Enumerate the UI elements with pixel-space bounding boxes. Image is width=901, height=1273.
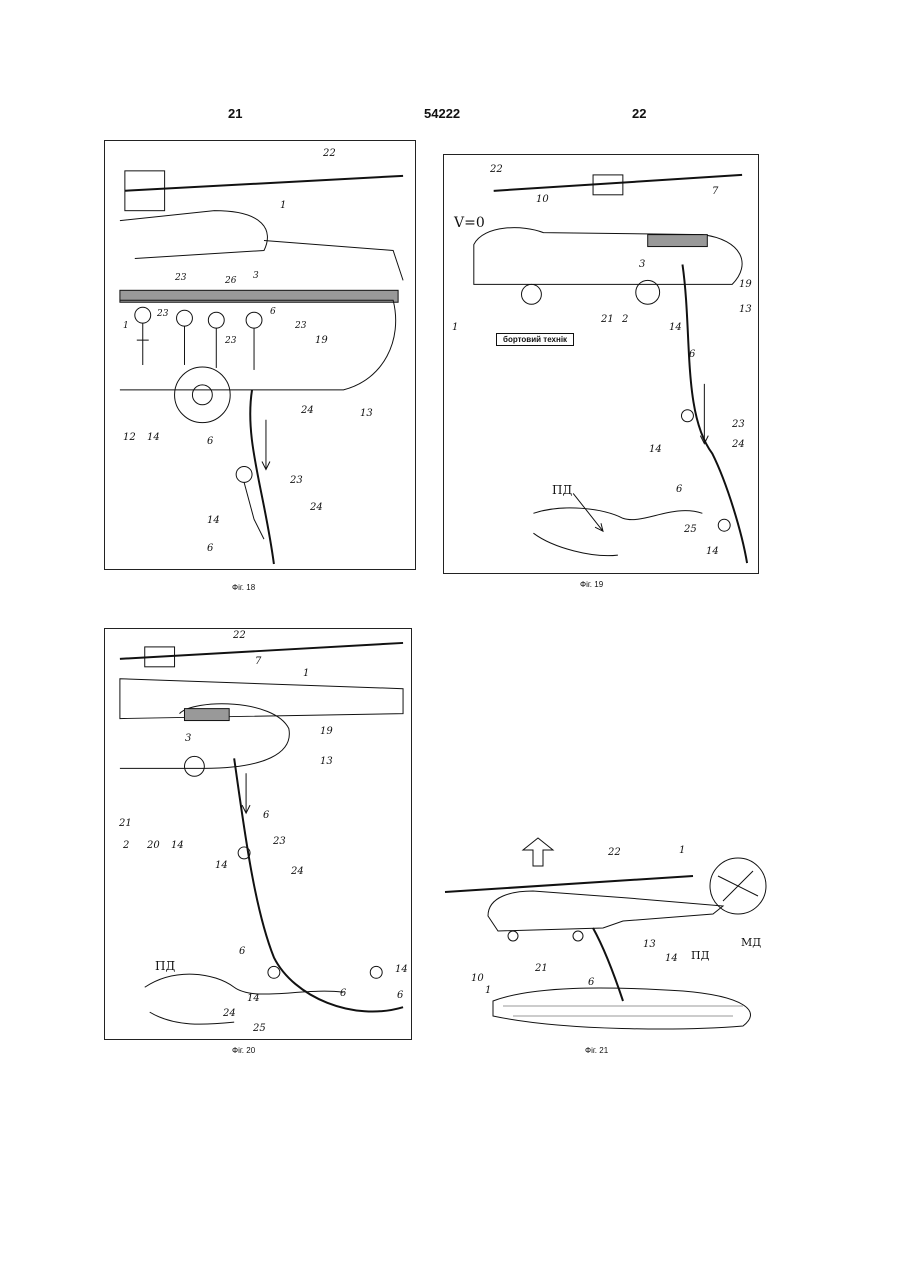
fig20-label-6c: 6 [340, 989, 346, 999]
fig18-label-24: 24 [301, 406, 314, 416]
fig20-label-3: 3 [185, 734, 191, 744]
fig19-label-3: 3 [639, 260, 645, 270]
fig19-label-21: 21 [601, 315, 614, 325]
fig21-label-13: 13 [643, 940, 656, 950]
fig21-label-21: 21 [535, 964, 548, 974]
fig18-label-23: 23 [175, 273, 186, 283]
figure-20-drawing [105, 629, 411, 1039]
fig21-caption: Фіг. 21 [585, 1046, 608, 1055]
fig18-label-6c: 6 [207, 544, 213, 554]
fig18-label-23d: 23 [225, 336, 236, 346]
fig18-label-19: 19 [315, 336, 328, 346]
fig20-label-21: 21 [119, 819, 132, 829]
fig19-label-19: 19 [739, 280, 752, 290]
fig18-label-13: 13 [360, 409, 373, 419]
fig19-label-6: 6 [689, 350, 695, 360]
fig18-label-23c: 23 [295, 321, 306, 331]
figure-21: 22 1 13 10 21 6 1 14 ПД МД [443, 836, 783, 1036]
fig19-caption: Фіг. 19 [580, 580, 603, 589]
figure-20: 22 7 1 3 19 13 21 2 20 14 6 23 14 24 6 П… [104, 628, 412, 1040]
fig19-label-13: 13 [739, 305, 752, 315]
fig18-label-26: 26 [225, 276, 236, 286]
fig18-label-14: 14 [147, 433, 160, 443]
fig19-label-14b: 14 [649, 445, 662, 455]
fig19-label-7: 7 [712, 187, 718, 197]
fig18-label-1: 1 [280, 201, 286, 211]
fig18-label-23b: 23 [157, 309, 168, 319]
figure-18-drawing [105, 141, 415, 569]
fig20-label-24: 24 [291, 867, 304, 877]
fig20-label-14: 14 [171, 841, 184, 851]
fig20-label-6b: 6 [239, 947, 245, 957]
fig20-label-14b: 14 [215, 861, 228, 871]
fig21-pd-label: ПД [691, 949, 710, 962]
fig19-speed-label: V=0 [454, 215, 485, 231]
fig18-label-6: 6 [270, 307, 276, 317]
figure-18: 22 1 23 26 3 1 23 6 23 23 19 12 14 24 13… [104, 140, 416, 570]
fig18-caption: Фіг. 18 [232, 583, 255, 592]
fig18-label-14b: 14 [207, 516, 220, 526]
fig19-label-22: 22 [490, 165, 503, 175]
fig18-label-3: 3 [253, 271, 259, 281]
patent-number: 54222 [424, 106, 460, 121]
fig19-label-14: 14 [669, 323, 682, 333]
fig20-label-25: 25 [253, 1024, 266, 1034]
fig18-label-23e: 23 [290, 476, 303, 486]
fig20-label-7: 7 [255, 657, 261, 667]
fig18-label-24b: 24 [310, 503, 323, 513]
fig21-label-6: 6 [588, 978, 594, 988]
fig18-label-12: 12 [123, 433, 136, 443]
fig20-label-13: 13 [320, 757, 333, 767]
fig18-label-1b: 1 [123, 321, 129, 331]
fig21-label-10: 10 [471, 974, 484, 984]
fig21-label-1b: 1 [485, 986, 491, 996]
fig20-label-14c: 14 [247, 994, 260, 1004]
fig20-label-19: 19 [320, 727, 333, 737]
fig21-md-label: МД [741, 936, 761, 949]
fig20-label-24b: 24 [223, 1009, 236, 1019]
fig20-label-6: 6 [263, 811, 269, 821]
fig18-label-22: 22 [323, 149, 336, 159]
figure-21-drawing [443, 836, 783, 1036]
fig18-label-6b: 6 [207, 437, 213, 447]
fig21-label-1: 1 [679, 846, 685, 856]
fig19-label-14c: 14 [706, 547, 719, 557]
fig20-label-6d: 6 [397, 991, 403, 1001]
fig20-pd-label: ПД [155, 959, 175, 973]
fig19-label-1: 1 [452, 323, 458, 333]
fig19-label-25: 25 [684, 525, 697, 535]
fig21-label-14: 14 [665, 954, 678, 964]
fig19-callout: бортовий технік [496, 333, 574, 346]
fig19-label-2: 2 [622, 315, 628, 325]
fig20-label-23: 23 [273, 837, 286, 847]
fig19-label-10: 10 [536, 195, 549, 205]
fig19-label-24: 24 [732, 440, 745, 450]
fig19-label-23: 23 [732, 420, 745, 430]
fig19-label-6b: 6 [676, 485, 682, 495]
fig20-label-1: 1 [303, 669, 309, 679]
fig19-pd-label: ПД [552, 483, 572, 497]
fig21-label-22: 22 [608, 848, 621, 858]
page-number-right: 22 [632, 106, 646, 121]
page-number-left: 21 [228, 106, 242, 121]
fig20-label-20: 20 [147, 841, 160, 851]
figure-19-drawing [444, 155, 758, 573]
fig20-caption: Фіг. 20 [232, 1046, 255, 1055]
fig20-label-2: 2 [123, 841, 129, 851]
fig20-label-22: 22 [233, 631, 246, 641]
fig20-label-14d: 14 [395, 965, 408, 975]
figure-19: 22 10 7 V=0 3 19 13 1 21 2 14 6 23 14 24… [443, 154, 759, 574]
